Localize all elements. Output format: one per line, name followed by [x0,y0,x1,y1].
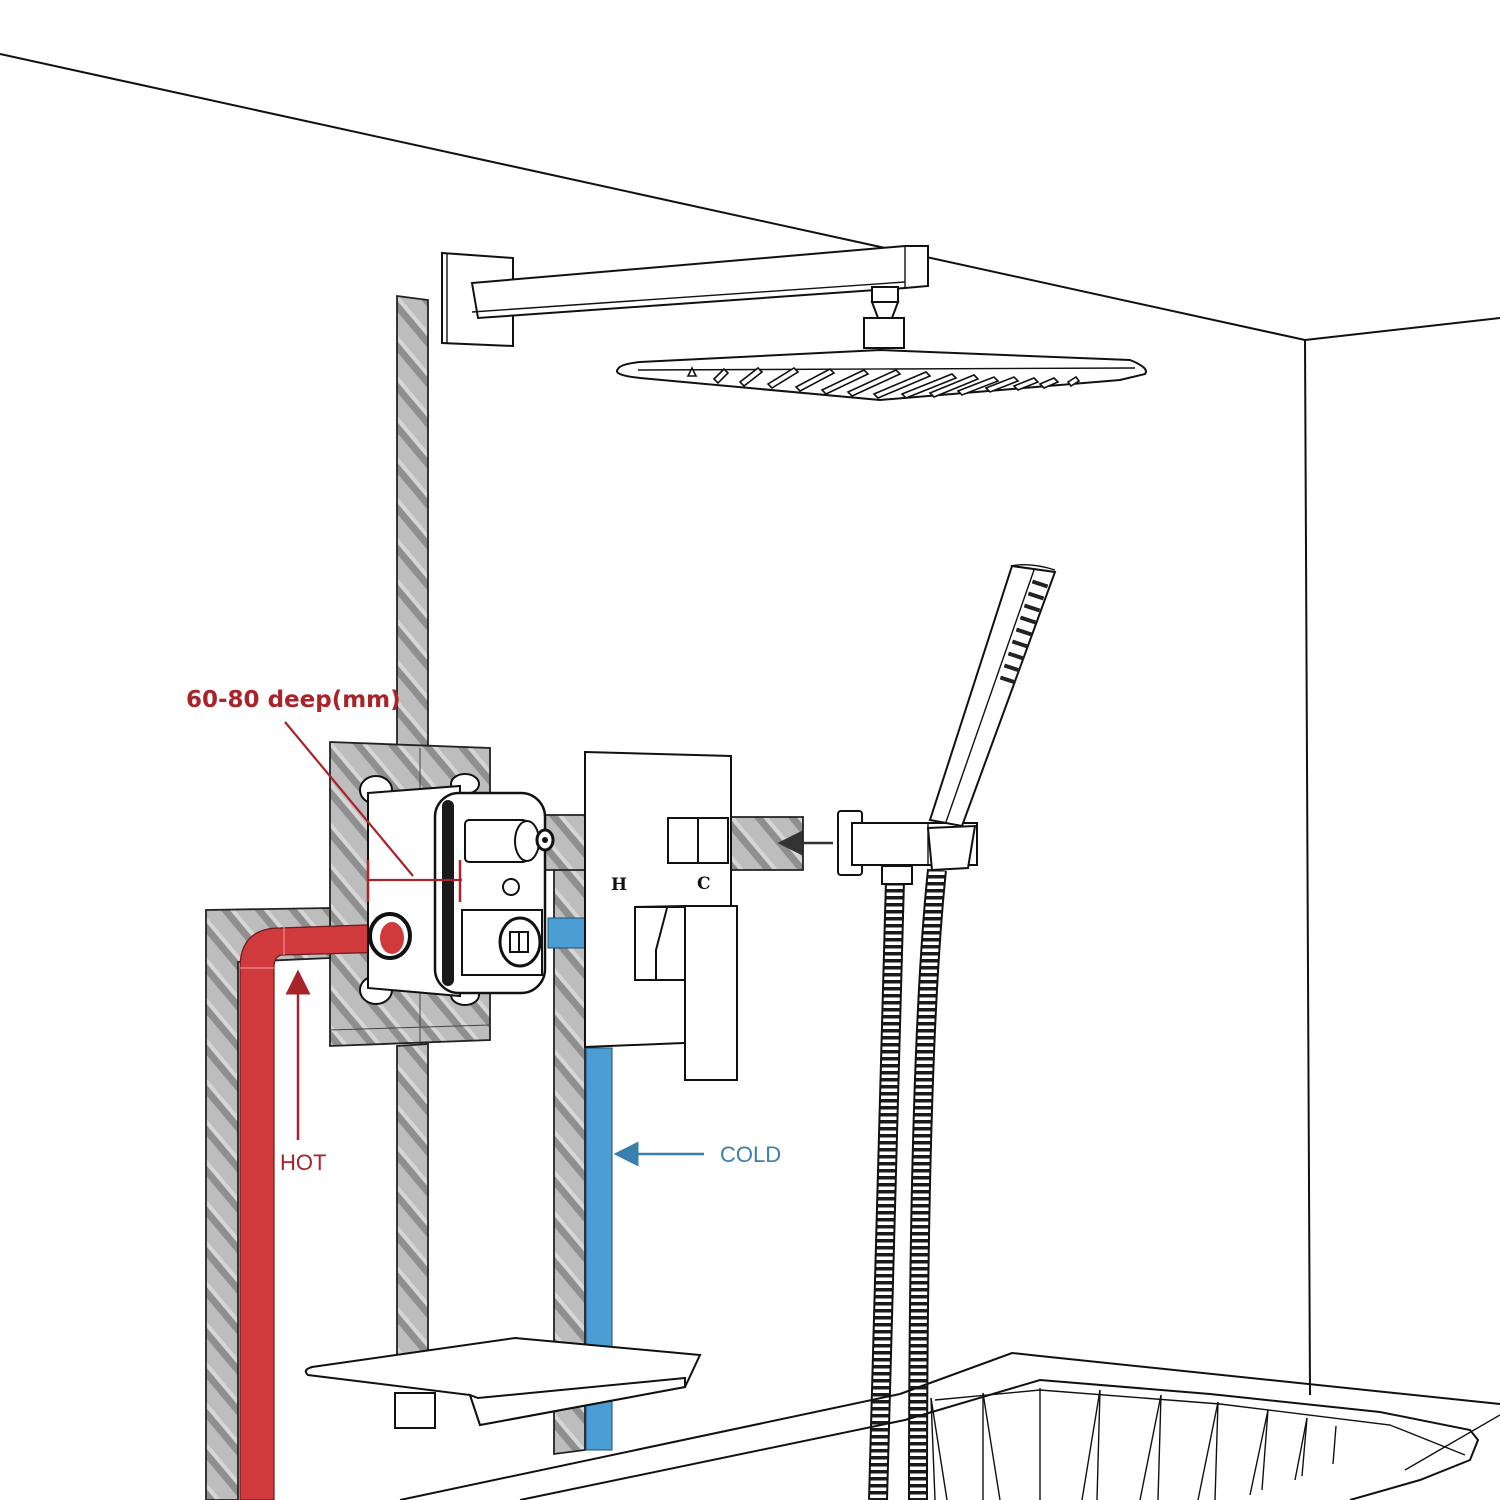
hot-label: HOT [280,1150,326,1175]
depth-dimension: 60-80 deep(mm) [186,687,462,902]
room-outline [0,53,1500,1396]
ceiling-edge-right [1304,317,1500,341]
channel-to-spout [396,1043,429,1358]
tub-interior-lines [930,1388,1337,1500]
channel-hot [205,907,331,1500]
depth-label: 60-80 deep(mm) [186,687,401,713]
wall-corner-line [1304,339,1311,1396]
rough-in-valve [359,773,555,1006]
hot-label-group: HOT [280,969,326,1175]
channel-upper [396,294,429,749]
bathtub [399,1351,1500,1500]
shower-hose [868,868,947,1500]
cold-label-group: COLD [613,1141,781,1167]
tub-spout [304,1336,702,1429]
shower-arm [441,245,929,348]
spray-nozzles [686,366,1081,399]
trim-plate: H C [584,750,738,1081]
rain-shower-head [616,286,1147,402]
ceiling-edge-left [0,53,1306,341]
hot-mark: H [611,875,627,895]
cold-mark: C [697,874,711,894]
handheld-shower [928,563,1057,828]
wall-elbow-holder [837,810,978,885]
cold-label: COLD [720,1142,781,1167]
